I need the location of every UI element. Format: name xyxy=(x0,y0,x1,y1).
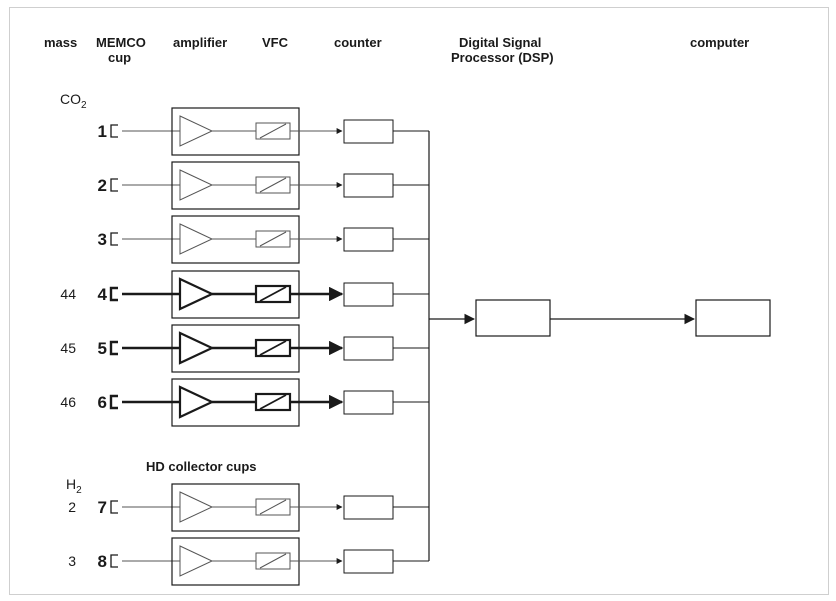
collector-cup-icon xyxy=(109,394,118,410)
channel-row: 3 xyxy=(98,215,429,264)
amplifier-icon xyxy=(179,491,214,523)
channel-row: 46 6 xyxy=(60,378,429,427)
counter-box xyxy=(343,336,394,361)
vfc-diagonal xyxy=(259,499,287,515)
cup-number: 5 xyxy=(98,339,107,358)
collector-cup-icon xyxy=(109,286,118,302)
header-computer: computer xyxy=(690,35,749,50)
header-vfc: VFC xyxy=(262,35,289,50)
vfc-diagonal xyxy=(259,286,287,302)
header-amplifier: amplifier xyxy=(173,35,227,50)
mass-number: 3 xyxy=(68,553,76,569)
cup-number: 6 xyxy=(98,393,107,412)
collector-cup-icon xyxy=(110,554,118,568)
mass-number: 2 xyxy=(68,499,76,515)
channel-row: 2 xyxy=(98,161,429,210)
header-memco: MEMCO xyxy=(96,35,146,50)
amplifier-icon xyxy=(178,331,215,365)
cup-number: 1 xyxy=(98,122,107,141)
vfc-diagonal xyxy=(259,394,287,410)
counter-box xyxy=(343,227,394,252)
cup-number: 7 xyxy=(98,498,107,517)
amplifier-icon xyxy=(179,115,214,147)
vfc-diagonal xyxy=(259,340,287,356)
vfc-diagonal xyxy=(259,553,287,569)
cup-number: 4 xyxy=(98,285,108,304)
counter-box xyxy=(343,173,394,198)
vfc-diagonal xyxy=(259,123,287,139)
channel-row: 45 5 xyxy=(60,324,429,373)
co2-label: CO2 xyxy=(60,91,87,111)
counter-box xyxy=(343,390,394,415)
vfc-diagonal xyxy=(259,231,287,247)
mass-number: 44 xyxy=(60,286,76,302)
channel-row: 1 xyxy=(98,107,429,156)
amplifier-icon xyxy=(179,223,214,255)
header-dsp-line2: Processor (DSP) xyxy=(451,50,554,65)
counter-box xyxy=(343,282,394,307)
collector-cup-icon xyxy=(110,178,118,192)
collector-cup-icon xyxy=(110,232,118,246)
cup-number: 3 xyxy=(98,230,107,249)
collector-cup-icon xyxy=(110,500,118,514)
h2-label: H2 xyxy=(66,476,82,496)
amplifier-icon xyxy=(179,545,214,577)
collector-cup-icon xyxy=(110,124,118,138)
vfc-diagonal xyxy=(259,177,287,193)
computer-box xyxy=(695,299,771,337)
amplifier-icon xyxy=(178,385,215,419)
counter-box xyxy=(343,549,394,574)
amplifier-icon xyxy=(179,169,214,201)
processing-chain xyxy=(428,131,771,561)
counter-box xyxy=(343,119,394,144)
mass-number: 45 xyxy=(60,340,76,356)
collector-cup-icon xyxy=(109,340,118,356)
mass-number: 46 xyxy=(60,394,76,410)
cup-number: 8 xyxy=(98,552,107,571)
cup-number: 2 xyxy=(98,176,107,195)
counter-box xyxy=(343,495,394,520)
amplifier-icon xyxy=(178,277,215,311)
header-counter: counter xyxy=(334,35,382,50)
hd-collector-title: HD collector cups xyxy=(146,459,257,474)
diagram-frame xyxy=(9,7,829,595)
header-cup: cup xyxy=(108,50,131,65)
header-dsp-line1: Digital Signal xyxy=(459,35,541,50)
dsp-box xyxy=(475,299,551,337)
header-mass: mass xyxy=(44,35,77,50)
